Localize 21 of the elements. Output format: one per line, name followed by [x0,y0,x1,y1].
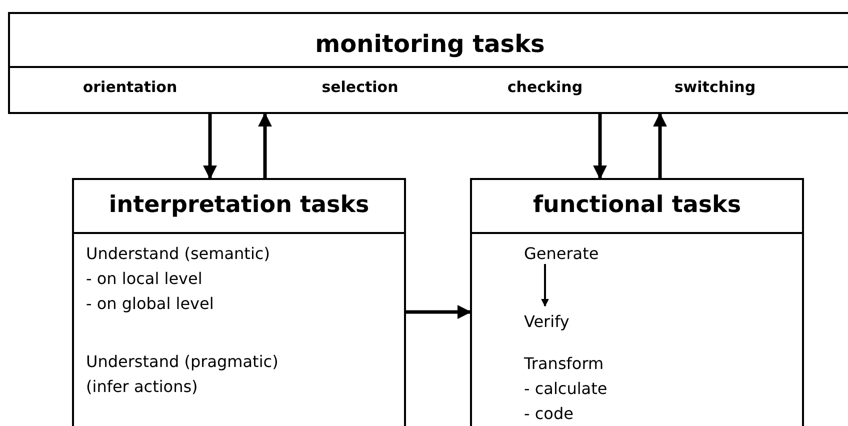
body-text: Understand (pragmatic) (infer actions) [86,351,280,398]
task-label: switching [673,77,757,98]
step-label: Generate [524,243,599,265]
task-label: selection [320,77,400,98]
step-label: Verify [524,311,570,333]
arrow [653,112,667,178]
heading: interpretation tasks [108,191,370,220]
body-text: Transform - calculate - code [524,353,608,425]
arrow [406,305,472,319]
arrow [258,112,272,178]
task-label: orientation [82,77,178,98]
task-label: checking [506,77,584,98]
arrow [541,264,549,307]
arrow [203,114,217,180]
task-box [72,178,406,426]
arrow [593,114,607,180]
task-box [8,12,848,114]
body-text: Understand (semantic) - on local level - on global level [86,243,271,315]
heading: monitoring tasks [314,29,546,60]
heading: functional tasks [532,191,742,220]
task-box [470,178,804,426]
